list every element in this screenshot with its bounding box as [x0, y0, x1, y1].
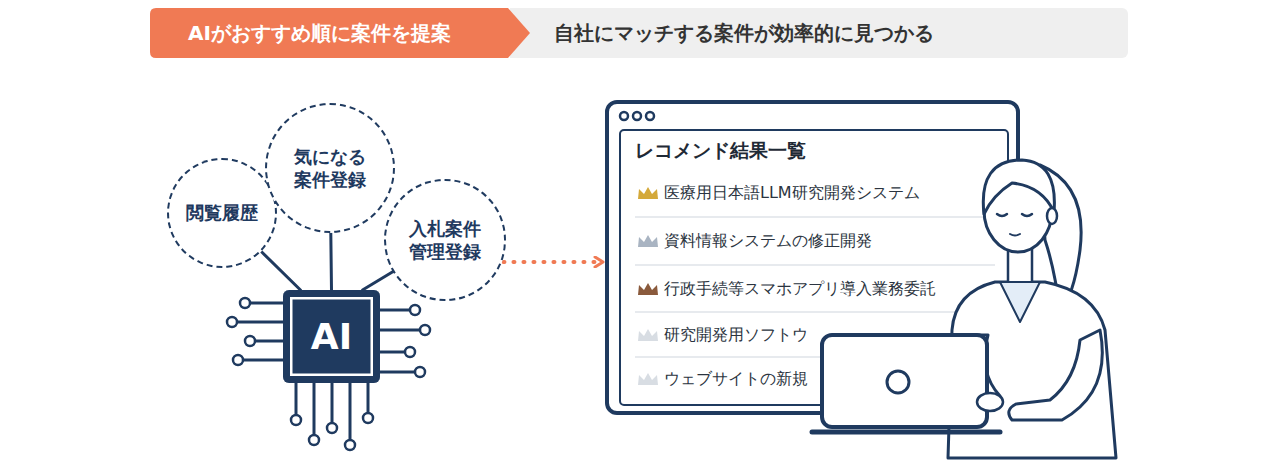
recommend-item: 研究開発用ソフトウ [664, 324, 808, 346]
chip-pin [367, 383, 370, 413]
crown-icon [638, 373, 658, 385]
chip-pin [363, 413, 373, 423]
row-separator [635, 311, 995, 312]
crown-icon [638, 187, 658, 199]
browser-frame [620, 112, 628, 120]
browser-frame [633, 112, 641, 120]
chip-label: AI [311, 316, 352, 357]
blouse [1000, 282, 1040, 322]
eye [1022, 214, 1032, 216]
recommend-item: 資料情報システムの修正開発 [664, 230, 872, 252]
chip-pin [237, 321, 283, 324]
input-bubble: 入札案件 管理登録 [384, 179, 505, 300]
chip-pin [291, 415, 301, 425]
crown-icon [638, 235, 658, 247]
chip-pin [380, 351, 405, 354]
chip-pin [415, 367, 425, 377]
chip-pin [405, 347, 415, 357]
input-bubble: 閲覧履歴 [167, 158, 277, 268]
banner-shape [150, 8, 530, 58]
bubble-label: 閲覧履歴 [186, 201, 258, 224]
browser-window: レコメンド結果一覧 [605, 100, 1020, 415]
chip-pin [410, 305, 420, 315]
chip-pin [250, 302, 283, 305]
chip-pin [240, 298, 250, 308]
input-bubble: 気になる 案件登録 [265, 103, 395, 233]
banner-text: AIがおすすめ順に案件を提案 [188, 20, 451, 47]
circuit-wire [363, 271, 394, 290]
chip-pin [345, 440, 355, 450]
chip-pin [380, 309, 410, 312]
chip-pin [233, 355, 243, 365]
crown-icon [638, 187, 658, 385]
row-separator [635, 216, 995, 217]
chip-pin [313, 383, 316, 435]
circuit-wire [329, 233, 333, 290]
laptop [822, 335, 987, 427]
chip-pin [243, 359, 283, 362]
ear [1047, 208, 1057, 224]
laptop-base [812, 430, 1000, 435]
arm [1009, 330, 1103, 420]
hair [983, 160, 1054, 214]
chip-pin [245, 336, 255, 346]
chip-pin [327, 423, 337, 433]
mouth [1010, 234, 1020, 236]
hand [977, 393, 1003, 411]
recommend-item: 行政手続等スマホアプリ導入業務委託 [664, 278, 936, 300]
band-text: 自社にマッチする案件が効率的に見つかる [554, 20, 934, 47]
chip-pin [420, 325, 430, 335]
chip-pin [309, 435, 319, 445]
woman-illustration [812, 160, 1116, 458]
chip-pin [380, 371, 415, 374]
bubble-label: 入札案件 管理登録 [399, 217, 491, 264]
recommend-item: 医療用日本語LLM研究開発システム [664, 182, 920, 204]
chip-pin [227, 317, 237, 327]
eye [997, 214, 1007, 216]
chip-pin [295, 383, 298, 415]
chip-pin [380, 329, 420, 332]
chip-pin [331, 383, 334, 423]
recommend-item: ウェブサイトの新規 [664, 368, 808, 390]
bubble-label: 気になる 案件登録 [284, 145, 376, 192]
headline-banner: AIがおすすめ順に案件を提案 [150, 8, 530, 58]
laptop-logo [887, 371, 909, 393]
benefit-band: 自社にマッチする案件が効率的に見つかる [510, 8, 1128, 58]
ai-chip: AI [283, 290, 380, 383]
chip-pin [255, 340, 283, 343]
flow-arrow [503, 260, 603, 264]
circuit-wire [261, 252, 300, 290]
browser-frame [646, 112, 654, 120]
window-heading: レコメンド結果一覧 [635, 138, 806, 164]
chip-pin [349, 383, 352, 440]
crown-icon [638, 283, 658, 295]
crown-icon [638, 329, 658, 341]
row-separator [635, 264, 995, 265]
